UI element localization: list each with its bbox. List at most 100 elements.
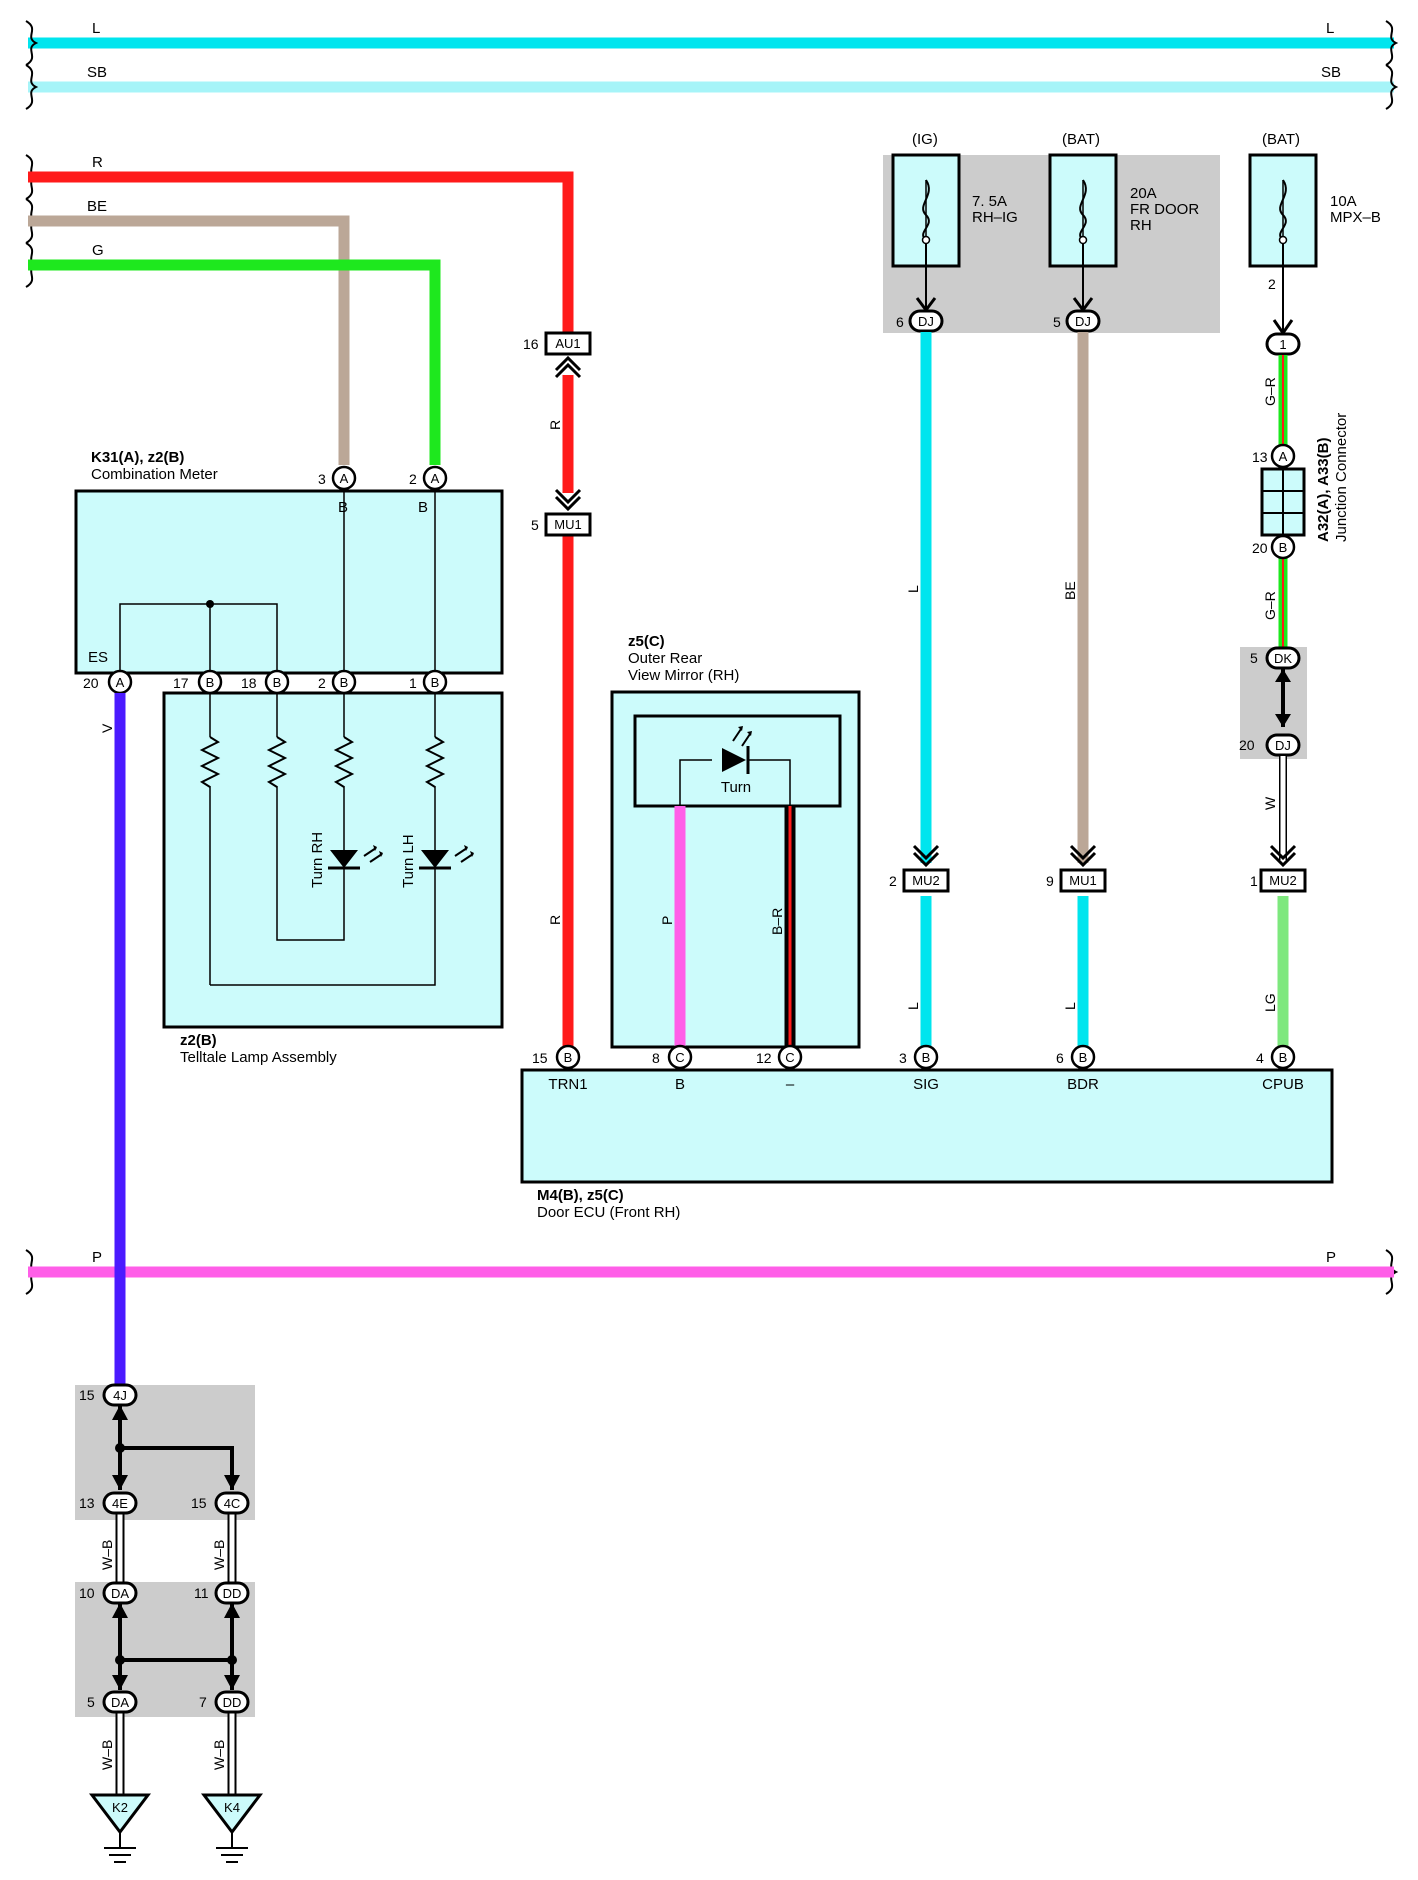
ecu-pin-3b: 3 B <box>899 1044 939 1070</box>
meter-pin-17b-num: 17 <box>173 675 189 691</box>
au1-pin: 16 <box>523 336 539 352</box>
meter-pin-17b-conn: B <box>206 675 215 690</box>
bus-r-label: R <box>92 154 103 171</box>
ecu-pin-8c-num: 8 <box>652 1050 660 1066</box>
wire-gr-label-2: G–R <box>1262 591 1278 620</box>
wire-be-meter: BE <box>28 198 350 465</box>
bus-sb-label-left: SB <box>87 64 107 81</box>
connector-mu1-9: 9 MU1 <box>1046 844 1107 893</box>
wire-be-bdr: BE L <box>1062 332 1089 1047</box>
gc-4j-conn: 4J <box>113 1388 127 1403</box>
meter-term-b2: B <box>418 499 428 516</box>
conn1-label: 1 <box>1279 337 1286 352</box>
mu2a-pin: 2 <box>889 873 897 889</box>
ecu-pin-4b-conn: B <box>1279 1050 1288 1065</box>
meter-name: Combination Meter <box>91 466 218 483</box>
wire-r-label-2: R <box>547 915 563 925</box>
fuse1-source: (IG) <box>912 131 938 148</box>
ground-k2: K2 <box>88 1793 152 1863</box>
dj5-conn: DJ <box>1075 314 1091 329</box>
mu1a-conn: MU1 <box>554 517 581 532</box>
jc-conn-bot: B <box>1279 540 1288 555</box>
ecu-term-minus: – <box>786 1076 795 1093</box>
mirror-id: z5(C) <box>628 633 665 650</box>
ecu-term-trn1: TRN1 <box>548 1076 587 1093</box>
meter-pin-20a: 20 A <box>83 669 133 695</box>
bus-p-label-right: P <box>1326 1249 1336 1266</box>
meter-pin-20a-num: 20 <box>83 675 99 691</box>
ecu-pin-6b-num: 6 <box>1056 1050 1064 1066</box>
meter-pin-2a: 2 A <box>409 465 448 491</box>
outer-mirror: z5(C) Outer Rear View Mirror (RH) Turn P… <box>610 633 861 1049</box>
ecu-pin-3b-num: 3 <box>899 1050 907 1066</box>
door-ecu: M4(B), z5(C) Door ECU (Front RH) TRN1 B … <box>520 1068 1334 1221</box>
wire-l-label-1: L <box>905 585 921 593</box>
meter-pin-3a-conn: A <box>340 471 349 486</box>
meter-pin-18b: 18 B <box>241 669 290 695</box>
dj20-conn: DJ <box>1275 738 1291 753</box>
ecu-pin-12c-num: 12 <box>756 1050 772 1066</box>
fuse3-rating: 10A <box>1330 193 1357 210</box>
turn-lh-label: Turn LH <box>400 834 417 888</box>
meter-pin-2a-num: 2 <box>409 471 417 487</box>
ecu-pin-15b-conn: B <box>564 1050 573 1065</box>
wire-g-meter: G <box>28 242 441 465</box>
dk-pin: 5 <box>1250 650 1258 666</box>
connector-dk-dj: 5 DK 20 DJ <box>1239 646 1307 759</box>
bus-sb-label-right: SB <box>1321 64 1341 81</box>
wire-l-label-3: L <box>1062 1002 1078 1010</box>
fuse2-source: (BAT) <box>1062 131 1100 148</box>
connector-au1: 16 AU1 <box>523 331 592 379</box>
jc-pin-bot: 20 <box>1252 540 1268 556</box>
bus-be-label: BE <box>87 198 107 215</box>
meter-pin-1b: 1 B <box>409 669 448 695</box>
gc-4e-conn: 4E <box>112 1496 128 1511</box>
meter-pin-17b: 17 B <box>173 669 223 695</box>
gc-4c-conn: 4C <box>224 1496 241 1511</box>
combination-meter: K31(A), z2(B) Combination Meter B B ES <box>74 449 504 675</box>
meter-pin-3a: 3 A <box>318 465 357 491</box>
connector-dj-6: 6 DJ <box>896 309 944 333</box>
jc-id: A32(A), A33(B) <box>1315 438 1332 542</box>
telltale-lamp-assembly: z2(B) Telltale Lamp Assembly Turn RH Tur… <box>162 691 504 1066</box>
bus-l: L L <box>28 20 1394 49</box>
connector-da-10: 10 DA <box>79 1581 138 1605</box>
meter-pin-1b-num: 1 <box>409 675 417 691</box>
au1-conn: AU1 <box>555 336 580 351</box>
turn-rh-label: Turn RH <box>309 832 326 888</box>
wire-w-cpub: W <box>1262 756 1287 860</box>
ground-wiring: W–B W–B W–B W–B <box>99 1405 240 1795</box>
meter-pin-18b-conn: B <box>273 675 282 690</box>
dj20-pin: 20 <box>1239 737 1255 753</box>
jc-name: Junction Connector <box>1333 413 1350 542</box>
mu1b-conn: MU1 <box>1069 873 1096 888</box>
ecu-pin-6b-conn: B <box>1079 1050 1088 1065</box>
ecu-term-bdr: BDR <box>1067 1076 1099 1093</box>
meter-pin-20a-conn: A <box>116 675 125 690</box>
wire-r-main: R <box>28 154 574 343</box>
ecu-term-cpub: CPUB <box>1262 1076 1304 1093</box>
jc-pin-top: 13 <box>1252 449 1268 465</box>
wire-w-label: W <box>1262 796 1278 810</box>
connector-mu2-1: 1 MU2 <box>1250 844 1307 893</box>
gc-dd11-conn: DD <box>223 1586 242 1601</box>
gc-4c-num: 15 <box>191 1495 207 1511</box>
mirror-name2: View Mirror (RH) <box>628 667 739 684</box>
wire-be-label: BE <box>1062 581 1078 600</box>
meter-pin-18b-num: 18 <box>241 675 257 691</box>
wire-lg-label: LG <box>1262 993 1278 1012</box>
dk-conn: DK <box>1274 651 1292 666</box>
gc-4e-num: 13 <box>79 1495 95 1511</box>
meter-pin-3a-num: 3 <box>318 471 326 487</box>
wire-wb-label-2: W–B <box>211 1540 227 1570</box>
wire-l-label-2: L <box>905 1002 921 1010</box>
mu1b-pin: 9 <box>1046 873 1054 889</box>
jc-conn-top: A <box>1279 449 1288 464</box>
ecu-name: Door ECU (Front RH) <box>537 1204 680 1221</box>
ecu-pin-8c: 8 C <box>652 1044 693 1070</box>
wire-v-label: V <box>99 723 115 733</box>
ecu-term-sig: SIG <box>913 1076 939 1093</box>
meter-pin-2b-num: 2 <box>318 675 326 691</box>
mirror-name: Outer Rear <box>628 650 702 667</box>
